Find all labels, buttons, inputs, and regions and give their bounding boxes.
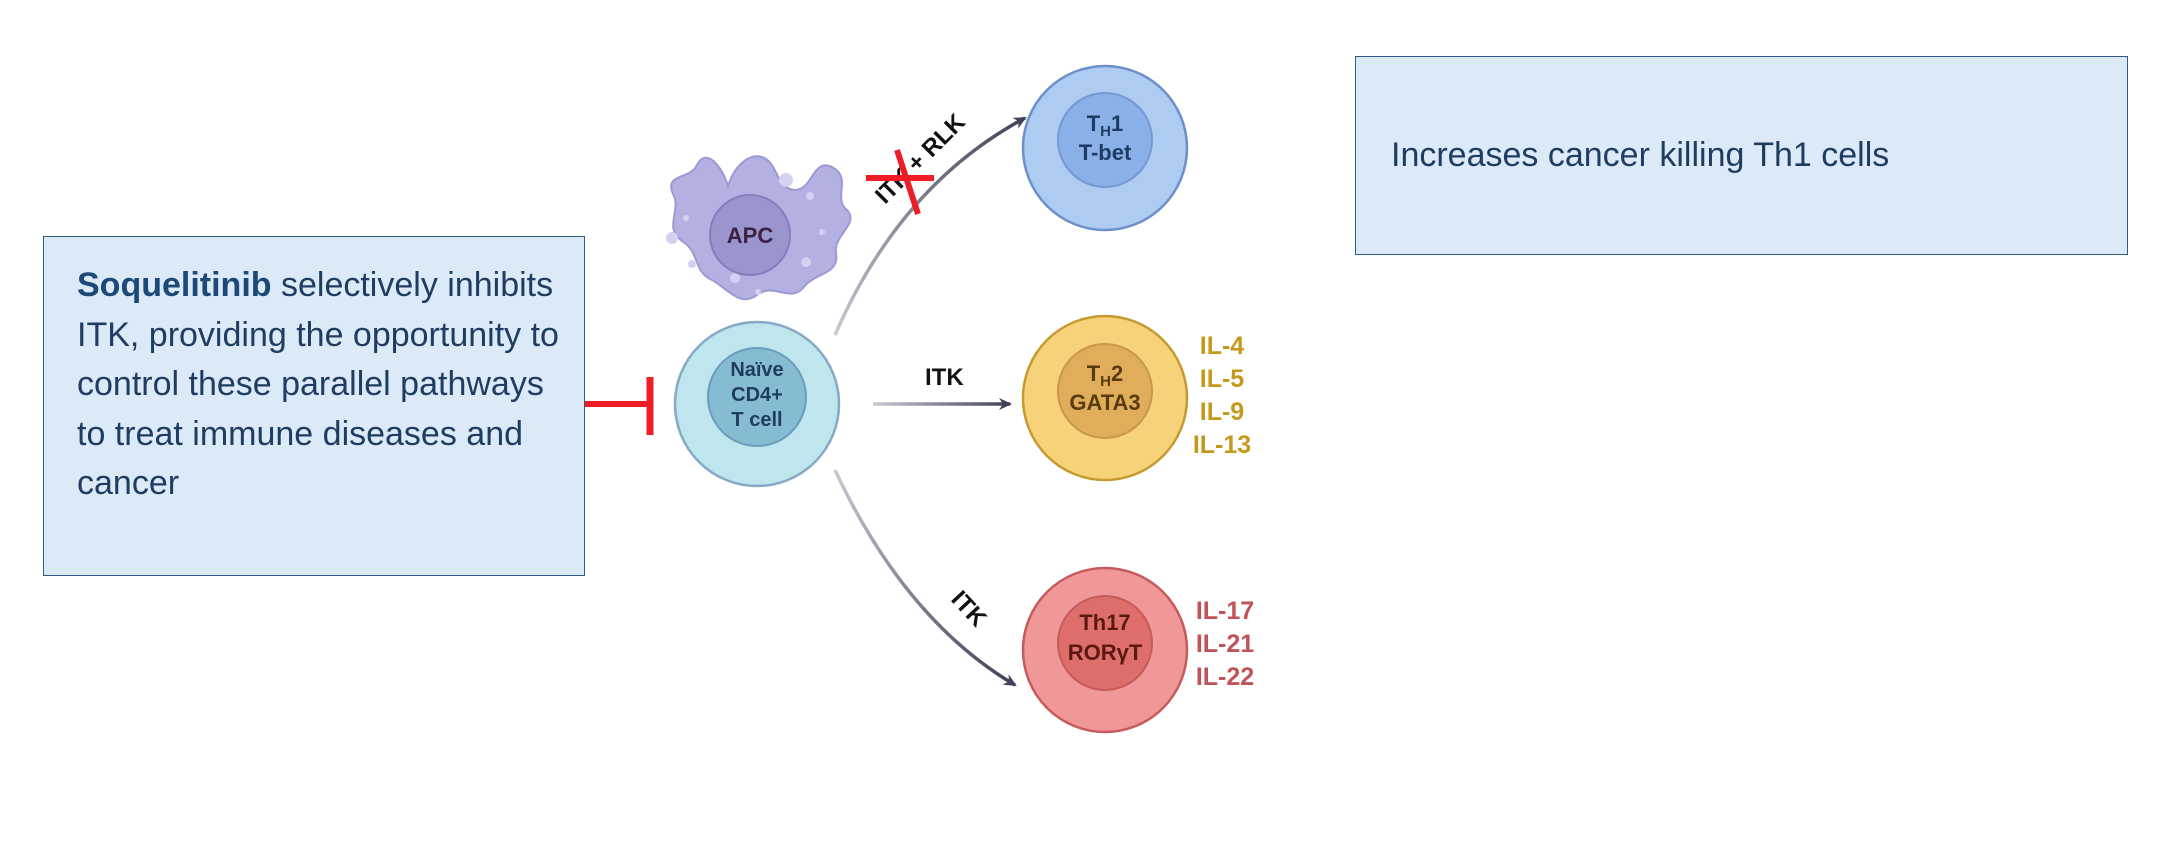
th1-label-line1: TH1	[1087, 111, 1124, 140]
drug-name: Soquelitinib	[77, 266, 272, 304]
th17-cytokine-list: IL-17 IL-21 IL-22	[1196, 597, 1254, 691]
th2-cytokine: IL-4	[1200, 332, 1245, 360]
th2-cytokine: IL-9	[1200, 398, 1244, 426]
note-text: Increases cancer killing Th1 cells	[1391, 136, 1890, 174]
th17-cell: Th17 RORγT	[1021, 566, 1189, 734]
th2-cell: TH2 GATA3	[1021, 314, 1189, 482]
th2-label-line1: TH2	[1087, 361, 1124, 390]
th17-cytokine: IL-21	[1196, 630, 1254, 658]
t-bar-inhibitor-icon	[585, 377, 654, 435]
naive-label-line1: Naïve	[730, 359, 783, 381]
pathway-label-bottom: ITK	[946, 586, 993, 633]
red-cross-icon	[866, 149, 934, 215]
pathway-label-middle: ITK	[925, 364, 964, 391]
th17-cytokine: IL-22	[1196, 663, 1254, 691]
pathway-label-top: ITK + RLK	[870, 108, 971, 209]
description-box: Soquelitinib selectively inhibits ITK, p…	[43, 236, 585, 576]
th17-cytokine: IL-17	[1196, 597, 1254, 625]
naive-t-cell: Naïve CD4+ T cell	[673, 320, 841, 488]
description-text: selectively inhibits ITK, providing the …	[77, 266, 559, 502]
th1-cell: TH1 T-bet	[1021, 64, 1189, 232]
note-box: Increases cancer killing Th1 cells	[1355, 56, 2128, 255]
th2-cytokine: IL-5	[1200, 365, 1245, 393]
th2-label-line2: GATA3	[1069, 390, 1140, 415]
apc-label: APC	[727, 223, 774, 248]
arrow-to-th17	[833, 469, 1017, 687]
naive-label-line3: T cell	[731, 409, 782, 431]
th2-cytokine: IL-13	[1193, 431, 1251, 459]
th2-cytokine-list: IL-4 IL-5 IL-9 IL-13	[1193, 332, 1251, 459]
th17-label-line2: RORγT	[1068, 640, 1143, 665]
th17-label-line1: Th17	[1079, 610, 1130, 635]
th1-label-line2: T-bet	[1079, 140, 1132, 165]
naive-label-line2: CD4+	[731, 384, 783, 406]
apc-cell: APC	[666, 155, 852, 301]
